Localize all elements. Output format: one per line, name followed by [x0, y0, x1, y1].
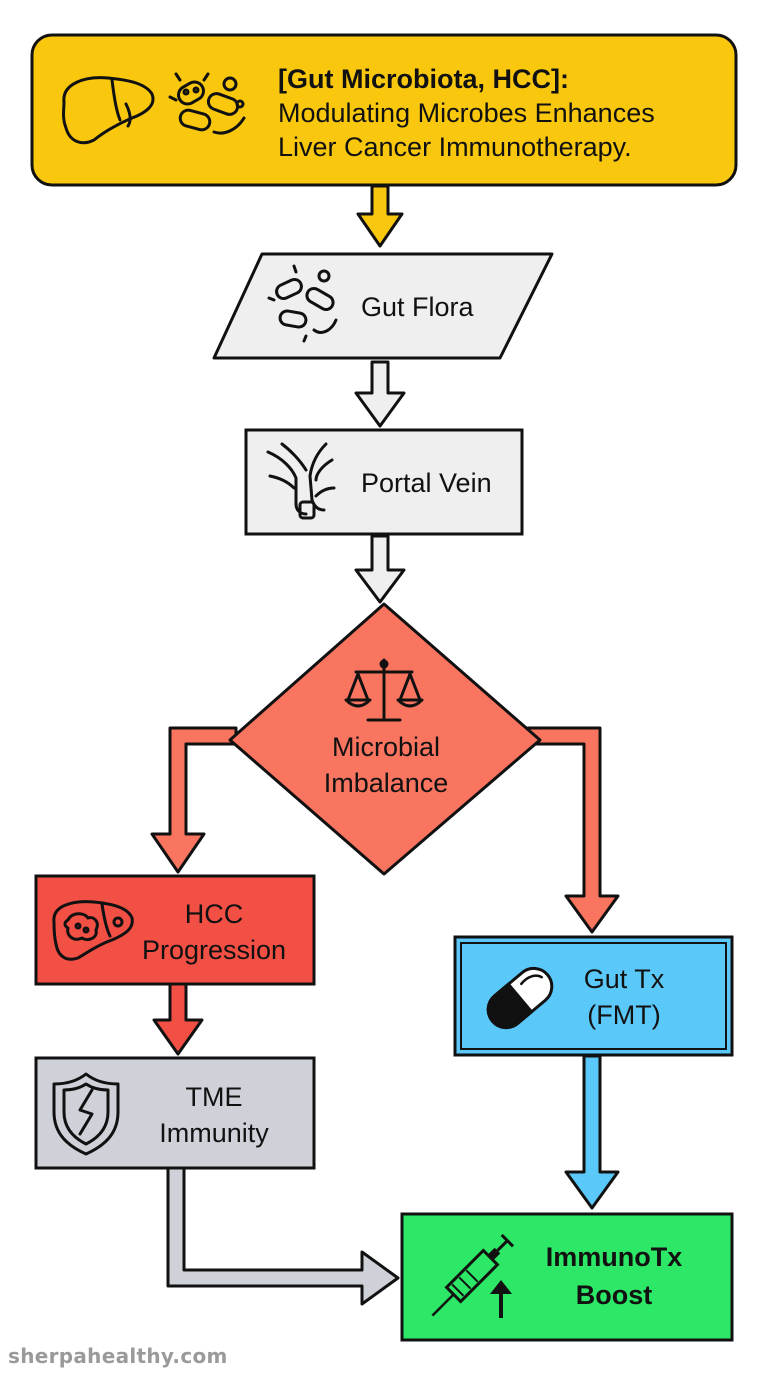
immunotx-boost-node [400, 1212, 734, 1342]
hcc-progression-node [34, 874, 316, 986]
immunotx-label-2: Boost [576, 1280, 653, 1310]
arrow-gut-tx-to-immunotx [564, 1054, 620, 1210]
arrow-hcc-to-tme [152, 982, 204, 1056]
imbalance-label-1: Microbial [332, 732, 440, 762]
arrow-imbalance-to-gut-tx [526, 726, 620, 934]
title-line-2: Modulating Microbes Enhances [278, 98, 655, 128]
portal-vein-label-text: Portal Vein [361, 468, 492, 498]
liver-icon [62, 76, 155, 145]
capsule-icon [486, 966, 554, 1030]
imbalance-label-2: Imbalance [324, 768, 449, 798]
arrow-portal-vein-to-imbalance [354, 534, 406, 604]
portal-vein-node [244, 428, 524, 536]
gut-tx-inner-border [460, 942, 727, 1050]
gut-tx-label-2: (FMT) [587, 1000, 660, 1030]
tumor-liver-icon [52, 900, 134, 961]
tme-label-2: Immunity [159, 1118, 269, 1148]
title-line-1: [Gut Microbiota, HCC]: [278, 64, 569, 94]
gut-tx-label-1: Gut Tx [584, 964, 665, 994]
bacteria-icon [168, 72, 246, 135]
tme-label-1: TME [186, 1082, 243, 1112]
arrow-tme-to-immunotx [166, 1164, 400, 1306]
microbial-imbalance-node [228, 602, 542, 876]
watermark: sherpahealthy.com [8, 1344, 228, 1368]
immunotx-label-1: ImmunoTx [546, 1242, 683, 1272]
hcc-label-2: Progression [142, 935, 286, 965]
gut-flora-bacteria-icon [267, 264, 338, 343]
arrow-gut-flora-to-portal-vein [354, 360, 406, 428]
gut-flora-label: Gut Flora [361, 292, 475, 322]
hcc-label-1: HCC [185, 899, 244, 929]
title-box [30, 33, 738, 187]
broken-shield-icon [52, 1072, 120, 1156]
arrow-imbalance-to-hcc [150, 726, 238, 874]
arrow-title-to-gut-flora [356, 184, 404, 248]
syringe-up-icon [431, 1233, 515, 1318]
title-line-3: Liver Cancer Immunotherapy. [278, 132, 632, 162]
scales-icon [344, 658, 424, 722]
vein-icon [266, 442, 336, 520]
